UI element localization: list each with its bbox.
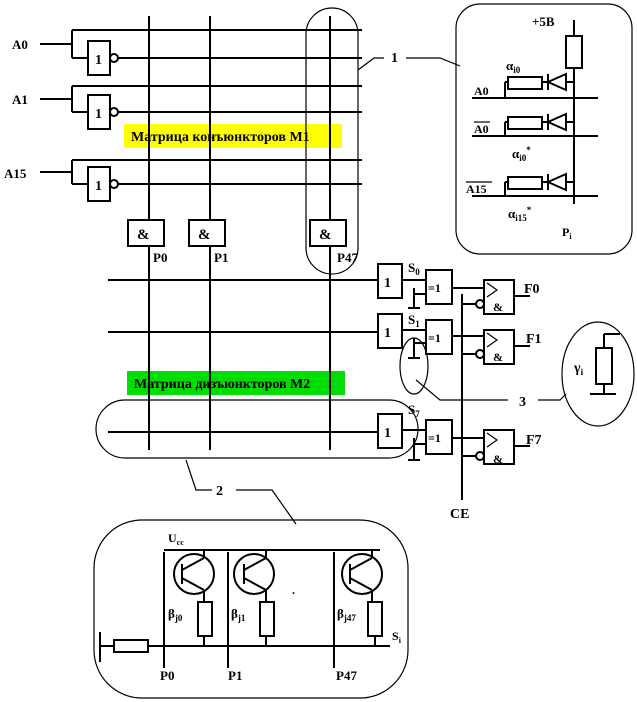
xor-symbol-1: =1 bbox=[428, 331, 441, 345]
detail1-row-a0-inv: A0 bbox=[474, 122, 489, 136]
detail1-diode-15 bbox=[504, 172, 574, 196]
input-label-a1: A1 bbox=[12, 92, 28, 107]
detail3-resistor bbox=[595, 347, 613, 385]
buffer-and-7: & bbox=[493, 452, 503, 466]
transistor-p0 bbox=[163, 550, 215, 650]
detail2-p47: P47 bbox=[336, 668, 357, 683]
detail3-gamma: γi bbox=[573, 361, 584, 377]
input-label-a15: A15 bbox=[4, 166, 27, 181]
m2-label-highlight bbox=[127, 371, 345, 395]
and-symbol-p1: & bbox=[198, 227, 211, 243]
product-label-p1: P1 bbox=[214, 250, 228, 265]
detail1-alpha15: αi15* bbox=[508, 205, 532, 223]
input-a1-network bbox=[40, 85, 362, 130]
product-label-p0: P0 bbox=[153, 250, 167, 265]
transistor-p1 bbox=[227, 550, 275, 650]
labels: A0 A1 A15 1 1 1 Матрица конъюнкторов М1 … bbox=[4, 14, 584, 683]
inverter-symbol-a0: 1 bbox=[95, 53, 102, 68]
or-symbol-0: 1 bbox=[384, 276, 391, 291]
and-gate-p0 bbox=[127, 219, 165, 247]
detail2-ucc: Ucc bbox=[168, 531, 184, 547]
matrix-m1-label: Матрица конъюнкторов М1 bbox=[131, 130, 310, 145]
output-label-f0: F0 bbox=[524, 282, 540, 297]
and-symbol-p0: & bbox=[137, 227, 150, 243]
product-label-p47: P47 bbox=[337, 250, 358, 265]
and-symbol-p47: & bbox=[319, 227, 332, 243]
input-label-a0: A0 bbox=[12, 37, 28, 52]
fuse-s1 bbox=[408, 338, 426, 359]
callout-3-number: 3 bbox=[519, 395, 526, 410]
and-gate-p47 bbox=[309, 219, 347, 247]
callout-1-number: 1 bbox=[391, 51, 398, 66]
inverter-symbol-a1: 1 bbox=[95, 107, 102, 122]
detail1-alpha1: αi0* bbox=[512, 145, 531, 163]
detail1-diode-0 bbox=[504, 72, 574, 98]
xor-symbol-7: =1 bbox=[428, 431, 441, 445]
detail2-p0: P0 bbox=[160, 668, 174, 683]
detail1-pullup-resistor bbox=[565, 35, 583, 69]
s1-label: S1 bbox=[408, 312, 420, 329]
detail1-row-a15-inv: A15 bbox=[466, 182, 487, 196]
and-gate-p1 bbox=[188, 219, 226, 247]
detail2-beta0: βj0 bbox=[168, 606, 183, 623]
xor-gate-7 bbox=[425, 419, 453, 455]
detail-2-panel bbox=[93, 519, 409, 699]
detail2-p1: P1 bbox=[228, 668, 242, 683]
ce-label: CE bbox=[450, 507, 469, 522]
input-a15-network bbox=[40, 159, 362, 202]
buffer-and-0: & bbox=[493, 300, 503, 314]
detail2-beta1: βj1 bbox=[231, 606, 246, 623]
transistor-p47 bbox=[333, 550, 383, 668]
callout-1-oval bbox=[305, 7, 359, 275]
buffer-and-1: & bbox=[493, 350, 503, 364]
or-symbol-7: 1 bbox=[384, 426, 391, 441]
output-label-f1: F1 bbox=[526, 332, 542, 347]
fuse-s7 bbox=[408, 438, 426, 461]
callout-3-oval bbox=[399, 337, 429, 395]
detail1-p-label: Pi bbox=[562, 225, 572, 241]
fuse-s0 bbox=[408, 288, 426, 309]
detail1-supply: +5B bbox=[532, 14, 555, 29]
matrix-m2-label: Матрица дизъюнкторов М2 bbox=[134, 377, 310, 392]
s7-label: S7 bbox=[408, 402, 420, 419]
input-a0-network bbox=[40, 29, 362, 76]
output-label-f7: F7 bbox=[526, 433, 542, 448]
callout-2-oval bbox=[95, 399, 419, 459]
detail2-beta47: βj47 bbox=[337, 606, 356, 623]
callout-2-number: 2 bbox=[216, 484, 223, 499]
detail2-load-resistor bbox=[113, 639, 149, 653]
or-symbol-1: 1 bbox=[384, 326, 391, 341]
xor-symbol-0: =1 bbox=[428, 281, 441, 295]
detail-3-panel bbox=[561, 321, 635, 427]
output-buffer-0 bbox=[452, 279, 530, 315]
detail-1-panel bbox=[455, 3, 633, 255]
s0-label: S0 bbox=[408, 260, 420, 277]
detail1-row-a0: A0 bbox=[474, 84, 489, 98]
detail1-diode-1 bbox=[504, 112, 574, 136]
inverter-symbol-a15: 1 bbox=[95, 179, 102, 194]
or-gate-7 bbox=[377, 413, 403, 449]
output-buffer-7 bbox=[452, 429, 530, 465]
output-buffer-1 bbox=[452, 329, 530, 365]
detail1-alpha0: αi0 bbox=[506, 58, 521, 75]
detail2-si-label: Si bbox=[392, 629, 402, 645]
detail2-dot: . bbox=[292, 583, 295, 597]
